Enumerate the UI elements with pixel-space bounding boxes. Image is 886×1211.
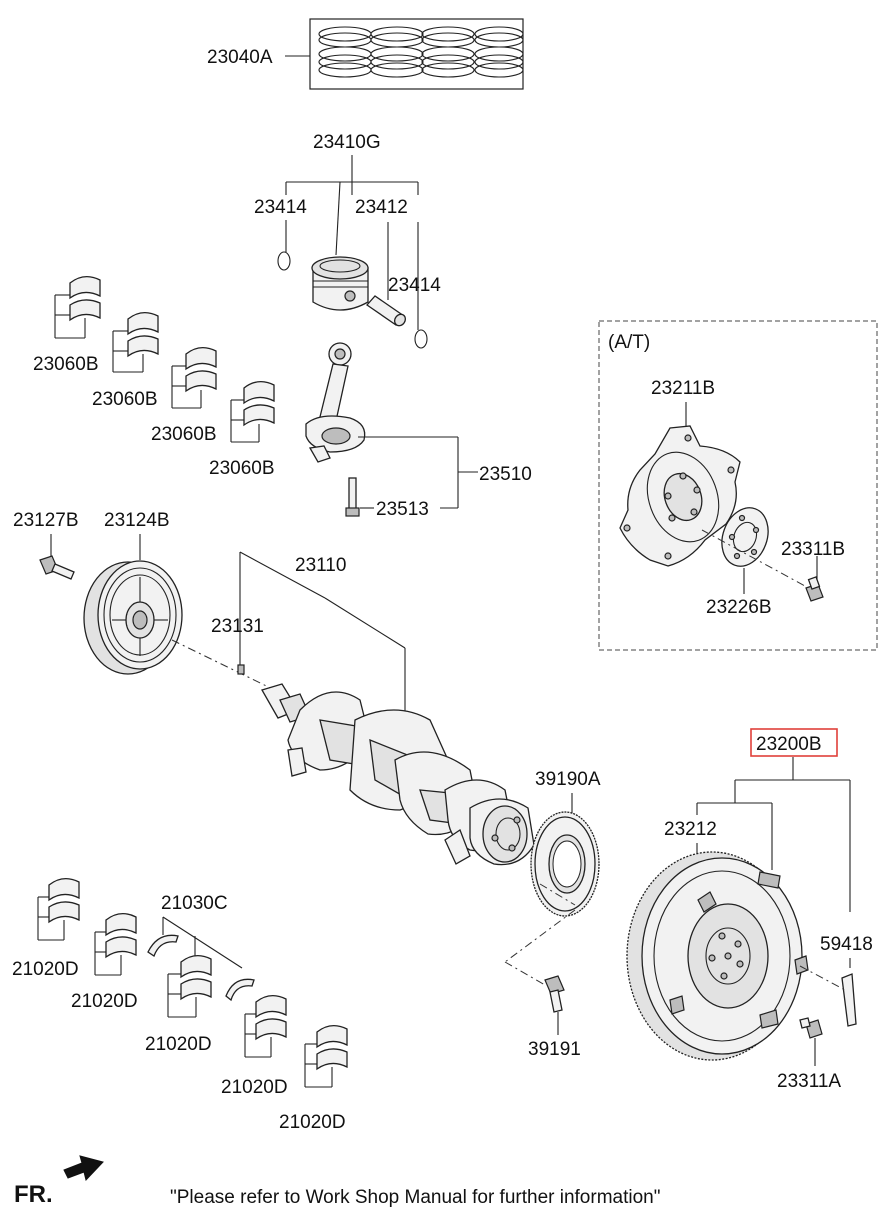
- connecting-rod-part: [305, 342, 366, 463]
- connecting-rod-group: 23510 23513: [305, 342, 532, 520]
- label-thrust-washer: 21030C: [161, 893, 228, 914]
- flywheel-assy-highlight: [750, 728, 838, 757]
- label-ring-gear-bolt: 39191: [528, 1039, 581, 1060]
- pulley-group: 23127B 23124B: [13, 510, 286, 696]
- label-main-bearing-5: 21020D: [279, 1112, 346, 1133]
- piston-rings: [318, 26, 524, 78]
- label-piston-ring-set: 23040A: [207, 47, 273, 68]
- label-ring-gear-plate: 39190A: [535, 769, 601, 790]
- conrod-bearings: 23060B 23060B 23060B 23060B: [33, 276, 275, 479]
- thrust-washer-right-part: [225, 978, 255, 1002]
- conrod-bearing-1-part: [54, 276, 101, 339]
- main-bearing-2-part: [94, 913, 137, 976]
- label-conrod-bearing-3: 23060B: [151, 424, 217, 445]
- label-conrod-bearing-4: 23060B: [209, 458, 275, 479]
- conrod-bearing-4-part: [230, 381, 275, 443]
- key-part: [237, 664, 245, 675]
- label-main-bearing-1: 21020D: [12, 959, 79, 980]
- fr-label: FR.: [14, 1181, 53, 1208]
- main-bearings: 21020D 21020D 21030C 21020D: [12, 878, 348, 1133]
- label-at-section: (A/T): [608, 332, 650, 353]
- main-bearing-4-part: [244, 995, 287, 1058]
- flywheel-group: 23200B 23212 59418: [626, 728, 873, 1092]
- drive-plate-part: [619, 425, 741, 567]
- snap-ring-left-part: [277, 251, 291, 271]
- main-bearing-1-part: [37, 878, 80, 941]
- label-piston-assy: 23410G: [313, 132, 381, 153]
- conrod-bolt-part: [345, 477, 360, 517]
- flywheel-bolt-part: [799, 1017, 823, 1039]
- piston-pin-part: [366, 295, 406, 327]
- label-conrod-bearing-1: 23060B: [33, 354, 99, 375]
- crankshaft-group: 23110 23131: [211, 551, 535, 866]
- label-dowel-pin: 59418: [820, 934, 873, 955]
- damper-pulley-part: [83, 560, 183, 675]
- ring-gear-plate-part: [530, 811, 600, 917]
- ring-gear-group: 39190A 39191: [504, 769, 601, 1060]
- at-section-frame: [598, 320, 878, 651]
- crankshaft-part: [261, 683, 535, 866]
- piston-ring-set: 23040A: [207, 18, 524, 90]
- label-snap-ring-right: 23414: [388, 275, 441, 296]
- front-arrow-icon: [63, 1155, 104, 1182]
- label-flywheel-assy: 23200B: [756, 734, 822, 755]
- label-drive-plate: 23211B: [651, 378, 715, 399]
- label-flywheel-bolt: 23311A: [777, 1071, 841, 1092]
- flywheel-part: [626, 851, 809, 1061]
- label-crankshaft: 23110: [295, 555, 346, 576]
- dowel-pin-part: [841, 973, 857, 1027]
- label-main-bearing-2: 21020D: [71, 991, 138, 1012]
- main-bearing-3-part: [167, 955, 212, 1018]
- footer-note: "Please refer to Work Shop Manual for fu…: [170, 1187, 660, 1208]
- label-conrod-bolt: 23513: [376, 499, 429, 520]
- piston-part: [311, 256, 369, 311]
- label-piston-pin: 23412: [355, 197, 408, 218]
- label-damper-pulley: 23124B: [104, 510, 170, 531]
- drive-plate-bolt-part: [805, 576, 824, 602]
- label-main-bearing-3: 21020D: [145, 1034, 212, 1055]
- label-flywheel: 23212: [664, 819, 717, 840]
- conrod-bearing-3-part: [171, 347, 217, 409]
- adapter-plate-part: [721, 507, 769, 567]
- main-bearing-5-part: [304, 1025, 348, 1088]
- label-adapter-plate: 23226B: [706, 597, 772, 618]
- label-connecting-rod: 23510: [479, 464, 532, 485]
- at-section: (A/T) 23211B 23226B 23311B: [598, 320, 878, 651]
- conrod-bearing-2-part: [112, 312, 159, 373]
- ring-gear-bolt-part: [544, 975, 565, 1013]
- snap-ring-right-part: [414, 329, 428, 349]
- footer: FR. "Please refer to Work Shop Manual fo…: [14, 1155, 660, 1208]
- label-snap-ring-left: 23414: [254, 197, 307, 218]
- piston-group: 23410G 23414 23412 23414: [254, 132, 441, 349]
- label-main-bearing-4: 21020D: [221, 1077, 288, 1098]
- label-conrod-bearing-2: 23060B: [92, 389, 158, 410]
- thrust-washer-left-part: [147, 934, 179, 957]
- label-drive-plate-bolt: 23311B: [781, 539, 845, 560]
- label-key: 23131: [211, 616, 264, 637]
- pulley-bolt-part: [39, 555, 75, 580]
- label-pulley-bolt: 23127B: [13, 510, 79, 531]
